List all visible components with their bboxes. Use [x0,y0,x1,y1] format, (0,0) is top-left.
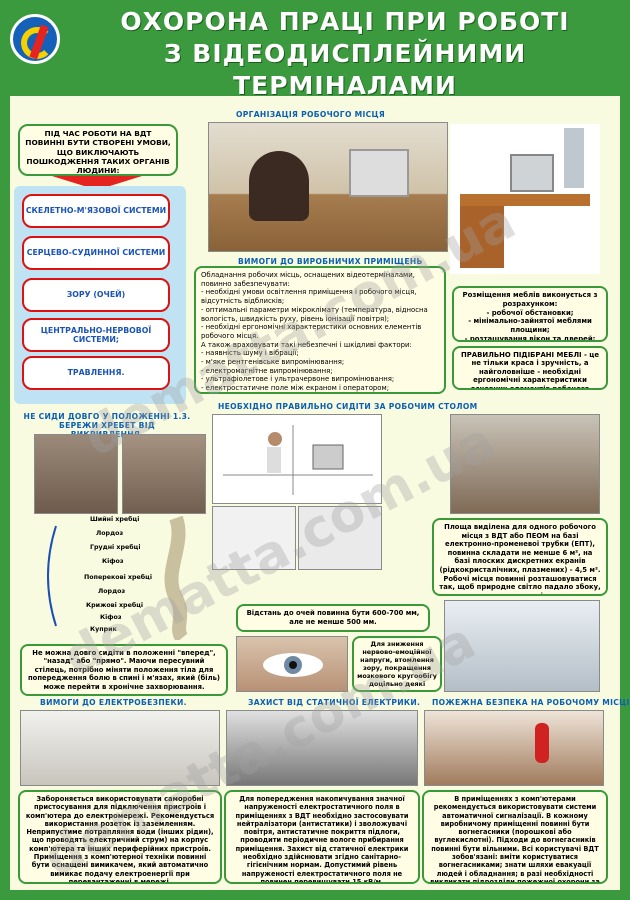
logo [10,14,60,64]
workplace-photo [208,122,448,252]
fire-box: В приміщеннях з комп'ютерами рекомендуєт… [422,790,608,884]
organ-item-4: ЦЕНТРАЛЬНО-НЕРВОВОЇ СИСТЕМИ; [22,318,170,352]
section-electro: ВИМОГИ ДО ЕЛЕКТРОБЕЗПЕКИ. [40,698,187,707]
section-fire: ПОЖЕЖНА БЕЗПЕКА НА РОБОЧОМУ МІСЦІ [432,698,630,707]
back-photo-1 [34,434,118,514]
proper-furniture-box: ПРАВИЛЬНО ПІДІБРАНІ МЕБЛІ - це не тільки… [452,346,608,390]
section-workplace: ОРГАНІЗАЦІЯ РОБОЧОГО МІСЦЯ [236,110,385,119]
organ-item-5: ТРАВЛЕННЯ. [22,356,170,390]
electro-photo [20,710,220,786]
down-arrow-icon [52,176,142,190]
section-premises: ВИМОГИ ДО ВИРОБНИЧИХ ПРИМІЩЕНЬ [238,257,423,266]
computer-room-photo [444,600,600,692]
eye-exercise-box: Для зниження нервово-емоційної напруги, … [352,636,442,692]
organ-item-3: ЗОРУ (ОЧЕЙ) [22,278,170,312]
eye-photo [236,636,348,692]
organ-item-2: СЕРЦЕВО-СУДИННОЇ СИСТЕМИ [22,236,170,270]
furniture-box: Розміщення меблів виконується з розрахун… [452,286,608,342]
spine-label-5: Поперекові хребці [84,574,152,581]
spine-label-3: Грудні хребці [90,544,141,551]
spine-label-4: Кіфоз [102,558,124,565]
spine-label-2: Лордоз [96,530,124,537]
desk-photo [450,124,600,274]
title-line-2: З ВІДЕОДИСПЛЕЙНИМИ ТЕРМІНАЛАМИ [163,39,527,100]
sitting-photo-2 [298,506,382,570]
spine-label-6: Лордоз [98,588,126,595]
static-photo [226,710,418,786]
electro-box: Забороняється використовувати саморобні … [18,790,222,884]
static-box: Для попередження накопичування значної н… [224,790,420,884]
intro-box: ПІД ЧАС РОБОТИ НА ВДТ ПОВИННІ БУТИ СТВОР… [18,124,178,176]
spine-label-1: Шийні хребці [90,516,140,523]
posture-box: Не можна довго сидіти в положенні "впере… [20,644,228,696]
area-box: Площа виділена для одного робочого місця… [432,518,608,596]
fire-photo [424,710,604,786]
posture-diagram [212,414,382,504]
section-sitting: НЕОБХІДНО ПРАВИЛЬНО СИДІТИ ЗА РОБОЧИМ СТ… [218,402,478,411]
title-line-1: ОХОРОНА ПРАЦІ ПРИ РОБОТІ [120,7,570,36]
section-static: ЗАХИСТ ВІД СТАТИЧНОЇ ЕЛЕКТРИКИ. [248,698,421,707]
spine-label-8: Кіфоз [100,614,122,621]
spine-diagram: Шийні хребці Лордоз Грудні хребці Кіфоз … [36,516,206,640]
spine-label-7: Крижові хребці [86,602,144,609]
sitting-photo-1 [212,506,296,570]
organ-item-1: СКЕЛЕТНО-М'ЯЗОВОЇ СИСТЕМИ [22,194,170,228]
spine-label-9: Куприк [90,626,117,633]
page-title: ОХОРОНА ПРАЦІ ПРИ РОБОТІ З ВІДЕОДИСПЛЕЙН… [60,6,630,102]
back-photo-2 [122,434,206,514]
premises-box: Обладнання робочих місць, оснащених віде… [194,266,446,394]
distance-box: Відстань до очей повинна бути 600-700 мм… [236,604,430,632]
office-photo [450,414,600,514]
